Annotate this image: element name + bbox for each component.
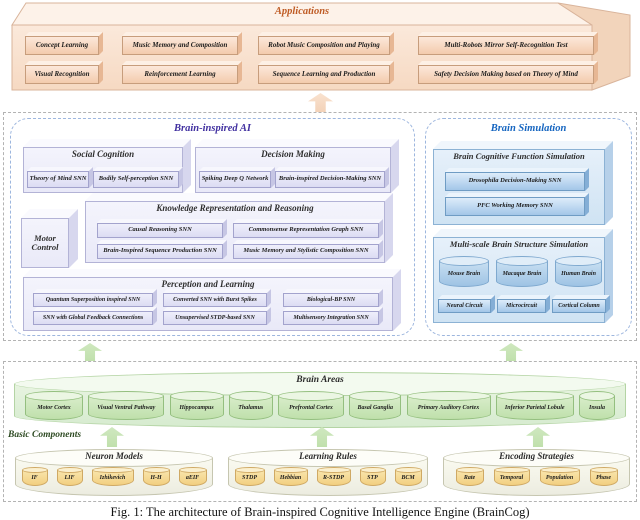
perception-learning-title: Perception and Learning xyxy=(161,279,255,289)
hh-cylinder: H-H xyxy=(142,467,170,486)
basic-components-label: Basic Components xyxy=(8,430,82,440)
bodily-self-perception-snn: Bodily Self-perception SNN xyxy=(93,171,179,188)
encoding-strategies-title: Encoding Strategies xyxy=(499,451,574,461)
multisensory-integration-snn: Multisensory Integration SNN xyxy=(283,311,379,325)
figure-caption: Fig. 1: The architecture of Brain-inspir… xyxy=(110,505,530,519)
quantum-superposition-snn: Quantum Superposition inspired SNN xyxy=(33,293,153,307)
up-arrow-icon xyxy=(499,343,523,361)
learning-rules-row: STDP Hebbian R-STDP STP BCM xyxy=(229,467,427,486)
applications-title: Applications xyxy=(274,6,330,17)
stdp-cylinder: STDP xyxy=(234,467,265,486)
app-item-music-memory: Music Memory and Composition xyxy=(122,36,238,55)
lif-cylinder: LIF xyxy=(56,467,83,486)
app-item-robot-music: Robot Music Composition and Playing xyxy=(258,36,390,55)
hippocampus-cylinder: Hippocampus xyxy=(169,391,224,420)
drosophila-decision-making-snn: Drosophila Decision-Making SNN xyxy=(445,172,585,191)
unsupervised-stdp-snn: Unsupervised STDP-based SNN xyxy=(163,311,267,325)
brain-areas-title: Brain Areas xyxy=(296,375,344,385)
mouse-brain-cylinder: Mouse Brain xyxy=(439,256,489,287)
converted-snn-burst-spikes: Converted SNN with Burst Spikes xyxy=(163,293,267,307)
app-item-concept-learning: Concept Learning xyxy=(25,36,99,55)
temporal-cylinder: Temporal xyxy=(493,467,530,486)
pfc-working-memory-snn: PFC Working Memory SNN xyxy=(445,197,585,216)
brain-inspired-ai-title: Brain-inspired AI xyxy=(174,123,251,134)
app-item-reinforcement: Reinforcement Learning xyxy=(122,65,238,84)
aeif-cylinder: aEIF xyxy=(178,467,207,486)
neuron-models-tray: Neuron Models IF LIF Izhikevich H-H aEIF xyxy=(15,449,213,496)
inferior-parietal-lobule-cylinder: Inferior Parietal Lobule xyxy=(495,391,574,420)
cognitive-function-simulation-title: Brain Cognitive Function Simulation xyxy=(453,151,585,161)
brain-inspired-decision-making-snn: Brain-inspired Decision-Making SNN xyxy=(275,171,385,188)
cortical-column-box: Cortical Column xyxy=(552,299,606,313)
brain-inspired-ai-panel: Brain-inspired AI Social Cognition Theor… xyxy=(10,118,415,336)
spiking-deep-q-network: Spiking Deep Q Network xyxy=(199,171,271,188)
human-brain-cylinder: Human Brain xyxy=(555,256,602,287)
learning-rules-title: Learning Rules xyxy=(299,451,357,461)
neural-circuit-box: Neural Circuit xyxy=(438,299,491,313)
thalamus-cylinder: Thalamus xyxy=(228,391,273,420)
primary-auditory-cortex-cylinder: Primary Auditory Cortex xyxy=(406,391,491,420)
stp-cylinder: STP xyxy=(359,467,386,486)
multiscale-structure-title: Multi-scale Brain Structure Simulation xyxy=(449,239,589,249)
phase-cylinder: Phase xyxy=(589,467,618,486)
bottom-section-frame xyxy=(3,361,637,502)
commonsense-graph-snn: Commonsense Representation Graph SNN xyxy=(233,223,379,238)
app-item-mirror-test: Multi-Robots Mirror Self-Recognition Tes… xyxy=(418,36,594,55)
knowledge-reasoning-title: Knowledge Representation and Reasoning xyxy=(156,203,314,213)
population-cylinder: Population xyxy=(539,467,580,486)
rate-cylinder: Rate xyxy=(455,467,484,486)
microcircuit-box: Microcircuit xyxy=(497,299,546,313)
up-arrow-icon xyxy=(78,343,102,361)
social-cognition-title: Social Cognition xyxy=(71,149,135,159)
applications-panel: Applications Concept Learning Music Memo… xyxy=(0,0,640,115)
app-item-sequence-learning: Sequence Learning and Production xyxy=(258,65,390,84)
app-item-visual-recognition: Visual Recognition xyxy=(25,65,99,84)
music-stylistic-composition-snn: Music Memory and Stylistic Composition S… xyxy=(233,244,379,259)
brain-simulation-panel: Brain Simulation Brain Cognitive Functio… xyxy=(425,118,632,336)
visual-ventral-pathway-cylinder: Visual Ventral Pathway xyxy=(88,391,165,420)
if-cylinder: IF xyxy=(21,467,48,486)
insula-cylinder: Insula xyxy=(579,391,615,420)
izhikevich-cylinder: Izhikevich xyxy=(91,467,134,486)
middle-section-frame xyxy=(3,112,637,341)
neuron-models-row: IF LIF Izhikevich H-H aEIF xyxy=(16,467,212,486)
encoding-strategies-row: Rate Temporal Population Phase xyxy=(444,467,629,486)
learning-rules-tray: Learning Rules STDP Hebbian R-STDP STP B… xyxy=(228,449,428,496)
global-feedback-snn: SNN with Global Feedback Connections xyxy=(33,311,153,325)
decision-making-title: Decision Making xyxy=(261,149,325,159)
motor-control-cube: Motor Control xyxy=(21,218,69,268)
brain-areas-tray: Brain Areas Motor Cortex Visual Ventral … xyxy=(14,372,626,428)
motor-cortex-cylinder: Motor Cortex xyxy=(25,391,83,420)
causal-reasoning-snn: Causal Reasoning SNN xyxy=(97,223,223,238)
bcm-cylinder: BCM xyxy=(394,467,422,486)
basal-ganglia-cylinder: Basal Ganglia xyxy=(349,391,402,420)
brain-areas-row: Motor Cortex Visual Ventral Pathway Hipp… xyxy=(25,391,615,420)
app-item-safety-decision: Safety Decision Making based on Theory o… xyxy=(418,65,594,84)
hebbian-cylinder: Hebbian xyxy=(273,467,308,486)
neuron-models-title: Neuron Models xyxy=(85,451,143,461)
encoding-strategies-tray: Encoding Strategies Rate Temporal Popula… xyxy=(443,449,630,496)
rstdp-cylinder: R-STDP xyxy=(316,467,351,486)
macaque-brain-cylinder: Macaque Brain xyxy=(496,256,548,287)
biological-bp-snn: Biological-BP SNN xyxy=(283,293,379,307)
theory-of-mind-snn: Theory of Mind SNN xyxy=(27,171,89,188)
sequence-production-snn: Brain-Inspired Sequence Production SNN xyxy=(97,244,223,259)
prefrontal-cortex-cylinder: Prefrontal Cortex xyxy=(278,391,344,420)
brain-simulation-title: Brain Simulation xyxy=(490,123,567,134)
